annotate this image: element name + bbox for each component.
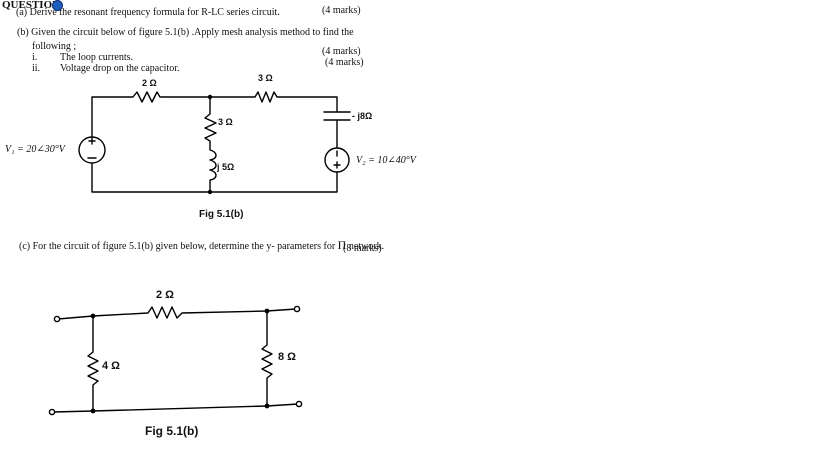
part-b-item-ii-text: Voltage drop on the capacitor. (60, 63, 180, 74)
fig-b-resistor-2ohm-label: 2 Ω (142, 78, 157, 88)
node-bottom-right (264, 403, 270, 409)
terminal-2-prime (295, 400, 303, 408)
fig-c-left-resistor-label: 4 Ω (102, 360, 120, 372)
part-c-text-a: (c) For the circuit of figure 5.1(b) giv… (19, 241, 336, 252)
part-c-text-b: network. (348, 241, 385, 252)
part-b-text-line2: following ; (32, 41, 77, 52)
part-c-pi-symbol: Π (337, 238, 347, 252)
junction-top (207, 94, 213, 100)
fig-b-inductor-label: j 5Ω (217, 162, 235, 172)
question-heading: QUESTION (2, 0, 61, 11)
terminal-2 (293, 305, 301, 313)
terminal-1 (53, 315, 61, 323)
fig-b-resistor-3ohm-mid-label: 3 Ω (218, 117, 233, 127)
node-bottom-left (90, 408, 96, 414)
part-a-text: (a) Derive the resonant frequency formul… (16, 7, 280, 18)
fig-c-series-resistor-label: 2 Ω (156, 289, 174, 301)
part-a-marks: (4 marks) (322, 5, 361, 16)
left-shunt-resistor (87, 315, 99, 412)
part-b-item-i-text: The loop currents. (60, 52, 134, 63)
figure-c-circuit (48, 305, 303, 416)
wire-top (91, 91, 338, 138)
part-b-item-ii-number: ii. (32, 63, 41, 74)
right-shunt-resistor (261, 310, 273, 407)
wire-top-rail (57, 306, 297, 320)
part-c-text: (c) For the circuit of figure 5.1(b) giv… (19, 239, 384, 252)
wire-bottom (91, 162, 338, 193)
fig-b-v2-label: V₂ = 10∠40°V (356, 155, 416, 166)
figure-b-circuit (78, 91, 351, 195)
fig-c-right-resistor-label: 8 Ω (278, 351, 296, 363)
capacitor (323, 111, 351, 149)
terminal-1-prime (48, 408, 56, 416)
part-b-text-line1: (b) Given the circuit below of figure 5.… (17, 27, 354, 38)
node-top-left (90, 313, 96, 319)
source-v1 (78, 136, 106, 164)
part-b-item-ii-marks: (4 marks) (325, 57, 364, 68)
part-c-marks: (8 marks) (343, 243, 382, 254)
fig-c-caption: Fig 5.1(b) (145, 424, 199, 438)
fig-b-capacitor-label: - j8Ω (352, 111, 373, 121)
fig-b-v1-label: V₁ = 20∠30°V (5, 144, 65, 155)
institution-logo-icon (52, 0, 63, 11)
fig-b-caption: Fig 5.1(b) (199, 209, 244, 220)
junction-bottom (207, 189, 213, 195)
node-top-right (264, 308, 270, 314)
part-b-item-i-number: i. (32, 52, 38, 63)
source-v2 (324, 147, 350, 173)
fig-b-resistor-3ohm-top-label: 3 Ω (258, 73, 273, 83)
middle-branch (204, 96, 217, 193)
wire-bottom-rail (52, 403, 299, 413)
part-b-item-i-marks: (4 marks) (322, 46, 361, 57)
